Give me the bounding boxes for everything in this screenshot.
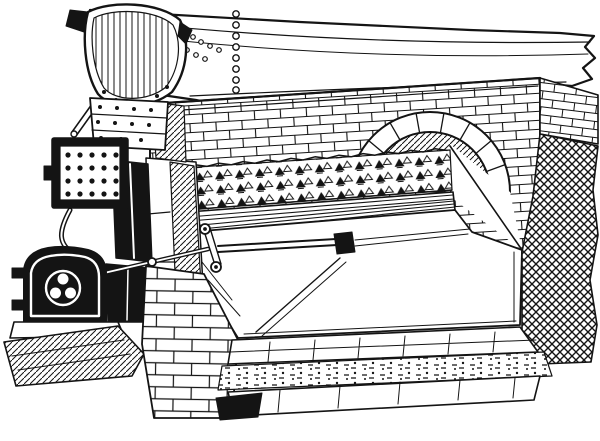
rivet-column-seam	[232, 10, 240, 94]
boiler-head-outline	[83, 3, 188, 107]
door-vent-holes	[50, 273, 76, 299]
bracket-bands	[90, 113, 168, 135]
roller-bottom-axle	[214, 265, 218, 269]
door-hinge-bottom	[11, 299, 25, 311]
pit-slope-crest-2	[261, 261, 347, 337]
roller-top-axle	[203, 227, 207, 231]
stoker-mechanism	[199, 223, 471, 273]
foundation	[141, 265, 553, 421]
right-wall-top-band	[539, 77, 599, 145]
ram-shaft	[217, 238, 338, 253]
pit-floor-inner-line	[243, 320, 517, 335]
pit-slope-crest	[255, 257, 341, 333]
damper-holes	[65, 152, 119, 197]
boiler-head-shading	[95, 11, 169, 99]
ash-slope-edge	[449, 145, 523, 251]
rod-joint	[147, 257, 157, 267]
arch-radial-joints	[354, 112, 506, 173]
door-latch	[105, 285, 119, 295]
dirt-band	[217, 351, 553, 391]
ram-head	[333, 231, 356, 255]
head-right-lug	[177, 21, 193, 45]
fire-door-body	[23, 245, 107, 323]
front-ramp	[3, 325, 145, 387]
fuel-bed	[182, 148, 453, 211]
damper-knob	[43, 165, 53, 181]
door-hinge-top	[11, 267, 25, 279]
ramp-joints	[11, 339, 131, 371]
ram-guide-rails	[354, 228, 471, 247]
damper-plate	[43, 137, 129, 209]
head-left-lug	[65, 9, 89, 33]
door-vent-ring	[44, 269, 82, 307]
pit-slope-hatch	[201, 261, 241, 317]
fuel-bed-surface	[182, 148, 448, 169]
ramp-body	[3, 325, 145, 387]
front-bracket	[89, 97, 187, 163]
fire-door-frame	[29, 253, 101, 318]
roller-frame	[204, 227, 222, 265]
fuel-bed-underline	[185, 189, 453, 211]
arch-voussoir-band	[349, 111, 511, 193]
foundation-shadow	[215, 392, 263, 421]
lever-pivot	[70, 130, 78, 138]
wall-coping-line	[151, 85, 539, 113]
wall-top-edge	[148, 76, 542, 106]
front-plate-lower-highlight	[126, 267, 129, 321]
foundation-course-2-joints	[277, 377, 516, 413]
foundation-course-1-joints	[229, 331, 537, 363]
front-plate-highlight	[129, 163, 135, 259]
earth-section	[521, 133, 599, 365]
grate-bars	[188, 194, 456, 235]
engraving-root	[3, 3, 599, 421]
